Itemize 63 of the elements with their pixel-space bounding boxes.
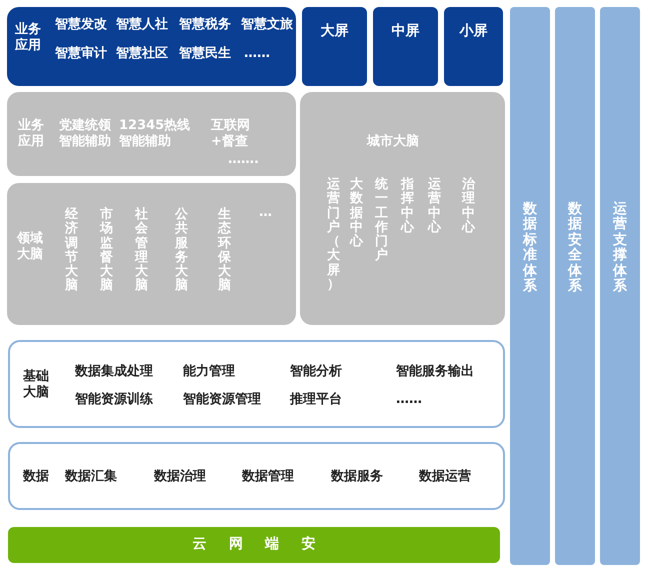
label: 智能分析	[290, 364, 342, 380]
vertical-label: 大数据中心	[350, 178, 363, 250]
application-panel	[7, 7, 296, 86]
label: 小屏	[458, 23, 488, 40]
label: 智慧审计	[55, 46, 107, 62]
vertical-label: 运营中心	[428, 178, 441, 236]
vertical-label: 数据标准体系	[523, 202, 537, 294]
label: 数据汇集	[65, 469, 117, 486]
label: …	[259, 205, 272, 222]
system-column	[600, 7, 640, 565]
vertical-label: 市场监督大脑	[100, 208, 113, 294]
label: 数据治理	[154, 469, 206, 486]
screen-box	[302, 7, 367, 86]
label: 数据管理	[242, 469, 294, 486]
vertical-label: 指挥中心	[401, 178, 414, 236]
label: 业务应用	[15, 22, 41, 54]
system-column	[510, 7, 550, 565]
label: 智能资源管理	[183, 392, 261, 408]
label: 数据集成处理	[75, 364, 153, 380]
label: 基础大脑	[23, 369, 49, 402]
basic-brain-panel	[8, 340, 505, 428]
label: 数据运营	[419, 469, 471, 486]
vertical-label: 公共服务大脑	[175, 208, 188, 294]
city-brain-panel	[300, 92, 505, 325]
label: 城市大脑	[367, 134, 419, 150]
label: 中屏	[390, 23, 420, 40]
label: 能力管理	[183, 364, 235, 380]
label: 12345热线智能辅助	[119, 118, 192, 150]
application-panel	[7, 92, 296, 176]
label: 智慧发改	[55, 17, 107, 34]
label: 智慧文旅	[241, 17, 293, 34]
vertical-label: 统一工作门户	[375, 178, 388, 264]
label: 互联网+督查	[211, 118, 251, 150]
label: 智慧税务	[179, 17, 231, 34]
system-column	[555, 7, 595, 565]
screen-box	[373, 7, 438, 86]
label: 智能资源训练	[75, 392, 153, 408]
vertical-label: 治理中心	[462, 178, 475, 236]
label: 智慧社区	[116, 46, 168, 62]
vertical-label: 生态环保大脑	[218, 208, 231, 294]
vertical-label: 社会管理大脑	[135, 208, 148, 294]
label: 云网端安	[191, 536, 339, 554]
label: ……	[396, 392, 422, 408]
data-panel	[8, 442, 505, 510]
label: 数据服务	[331, 469, 383, 486]
label: 党建统领智能辅助	[59, 118, 111, 150]
vertical-label: 数据安全体系	[568, 202, 582, 294]
label: 推理平台	[290, 392, 342, 408]
label: 数据	[23, 469, 49, 486]
infrastructure-bar	[8, 527, 500, 563]
screen-box	[444, 7, 503, 86]
label: 智慧民生	[179, 46, 231, 62]
vertical-label: 运营支撑体系	[613, 202, 627, 294]
label: 智能服务输出	[396, 364, 474, 380]
vertical-label: 经济调节大脑	[65, 208, 78, 294]
label: 领域大脑	[17, 231, 43, 264]
domain-brain-panel	[7, 183, 296, 325]
label: 智慧人社	[116, 17, 168, 34]
label: 大屏	[320, 23, 350, 40]
label: ……	[244, 46, 270, 62]
label: …….	[228, 152, 259, 168]
vertical-label: 运营门户（大屏）	[327, 178, 340, 292]
label: 业务应用	[18, 118, 44, 150]
